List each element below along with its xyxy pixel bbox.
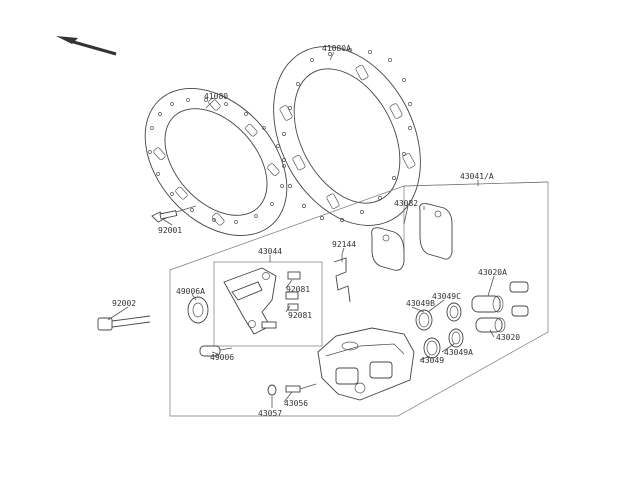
seal-43049B xyxy=(446,302,462,322)
label-49006A: 49006A xyxy=(176,287,205,296)
label-92081-lower: 92081 xyxy=(288,311,312,320)
label-43056: 43056 xyxy=(284,399,308,408)
label-43049: 43049 xyxy=(420,356,444,365)
boot-49006 xyxy=(199,345,233,357)
brake-disc-41080 xyxy=(144,88,288,236)
seal-43049A xyxy=(448,328,464,348)
label-92001: 92001 xyxy=(158,226,182,235)
brake-pads-43082 xyxy=(371,203,453,271)
spring-clips xyxy=(509,281,529,317)
bolt-92001 xyxy=(151,205,197,223)
label-92002: 92002 xyxy=(112,299,136,308)
label-43020: 43020 xyxy=(496,333,520,342)
seal-43049 xyxy=(423,337,441,359)
label-41080A: 41080A xyxy=(322,44,351,53)
holder-group-frame xyxy=(213,261,323,347)
label-43082: 43082 xyxy=(394,199,418,208)
pad-spring-92144 xyxy=(333,254,351,303)
label-92081-upper: 92081 xyxy=(286,285,310,294)
bleeder-valve-43056 xyxy=(285,383,317,393)
label-92144: 92144 xyxy=(332,240,356,249)
label-43020A: 43020A xyxy=(478,268,507,277)
label-43044: 43044 xyxy=(258,247,282,256)
bleeder-caps-92081 xyxy=(285,271,301,311)
piston-43020A xyxy=(471,295,504,313)
label-43057: 43057 xyxy=(258,409,282,418)
label-43049B: 43049B xyxy=(406,299,435,308)
direction-arrow-icon xyxy=(56,36,117,56)
label-43041-A: 43041/A xyxy=(460,172,494,181)
cap-43057 xyxy=(267,384,277,396)
label-43049C: 43049C xyxy=(432,292,461,301)
bolt-92002 xyxy=(97,315,151,331)
seal-43049C xyxy=(415,309,433,331)
caliper-bracket-43044 xyxy=(223,267,277,335)
boot-49006A xyxy=(187,296,209,324)
label-49006: 49006 xyxy=(210,353,234,362)
piston-43020 xyxy=(475,317,506,333)
brake-disc-41080A xyxy=(273,46,421,226)
caliper-body xyxy=(317,327,415,401)
leader-lines xyxy=(107,51,495,408)
label-43049A: 43049A xyxy=(444,348,473,357)
label-41080: 41080 xyxy=(204,92,228,101)
